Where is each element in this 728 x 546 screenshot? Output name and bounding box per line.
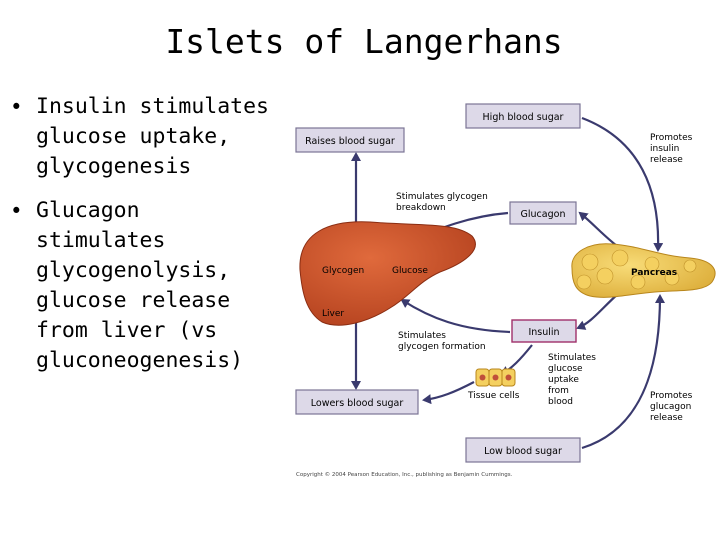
- label-tissue-cells: Tissue cells: [467, 391, 520, 401]
- label-glycogen: Glycogen: [322, 266, 364, 276]
- box-glucagon: Glucagon: [509, 201, 577, 225]
- label-pancreas: Pancreas: [631, 268, 677, 278]
- box-insulin: Insulin: [511, 319, 577, 343]
- label-promotes-glucagon: Promotes glucagon release: [650, 391, 695, 423]
- bullet-list: • Insulin stimulates glucose uptake, gly…: [10, 92, 295, 390]
- label-liver: Liver: [322, 309, 344, 319]
- copyright-notice: Copyright © 2004 Pearson Education, Inc.…: [296, 471, 513, 478]
- arrow-tissue-to-lowers: [422, 381, 475, 405]
- box-low-label: Low blood sugar: [484, 446, 562, 457]
- box-glucagon-label: Glucagon: [521, 209, 566, 220]
- box-high-label: High blood sugar: [483, 112, 564, 123]
- bullet-glucagon-text: Glucagon stimulates glycogenolysis, gluc…: [36, 198, 244, 373]
- label-glucose: Glucose: [392, 266, 428, 276]
- box-high-blood-sugar: High blood sugar: [465, 103, 581, 129]
- slide-title: Islets of Langerhans: [165, 22, 563, 61]
- bullet-glucagon: • Glucagon stimulates glycogenolysis, gl…: [10, 196, 295, 376]
- label-stimulates-formation: Stimulates glycogen formation: [398, 331, 486, 352]
- box-raises-label: Raises blood sugar: [305, 136, 395, 147]
- bullet-dot: •: [10, 199, 23, 223]
- bullet-insulin: • Insulin stimulates glucose uptake, gly…: [10, 92, 295, 182]
- arrow-high-to-pancreas: [581, 116, 664, 252]
- bullet-dot: •: [10, 95, 23, 119]
- box-insulin-label: Insulin: [528, 327, 559, 338]
- box-low-blood-sugar: Low blood sugar: [465, 437, 581, 463]
- arrow-low-to-pancreas: [581, 294, 665, 450]
- pancreas-illustration: [571, 243, 716, 298]
- box-lowers-label: Lowers blood sugar: [311, 398, 404, 409]
- arrow-insulin-to-liver: [400, 298, 511, 334]
- label-stimulates-uptake: Stimulates glucose uptake from blood: [548, 353, 599, 407]
- bullet-insulin-text: Insulin stimulates glucose uptake, glyco…: [36, 94, 269, 179]
- label-promotes-insulin: Promotes insulin release: [650, 133, 695, 165]
- tissue-cells-illustration: [475, 368, 516, 387]
- label-stimulates-breakdown: Stimulates glycogen breakdown: [396, 192, 491, 213]
- box-lowers-blood-sugar: Lowers blood sugar: [295, 389, 419, 415]
- box-raises-blood-sugar: Raises blood sugar: [295, 127, 405, 153]
- liver-illustration: [299, 221, 476, 326]
